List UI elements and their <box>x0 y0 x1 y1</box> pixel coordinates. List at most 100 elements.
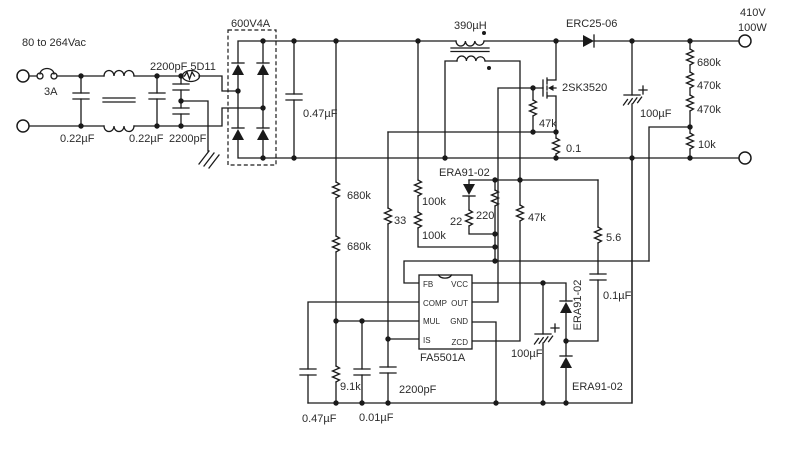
input-terminal-line <box>16 69 30 83</box>
y-capacitor-bottom-symbol <box>172 107 190 115</box>
divider-resistor-symbol <box>685 94 695 112</box>
label-is-resistor: 33 <box>394 215 406 227</box>
fb-chain-leads <box>417 40 496 248</box>
ic-pin-is: IS <box>423 336 431 345</box>
label-input-voltage: 80 to 264Vac <box>22 37 87 49</box>
label-mul-cap: 0.01µF <box>359 412 394 424</box>
mul-wire <box>335 320 420 404</box>
zcd-resistor-symbol <box>515 204 525 222</box>
fuse-symbol <box>36 67 58 80</box>
label-fb-r2: 100k <box>422 230 446 242</box>
label-ic-part: FA5501A <box>420 352 466 364</box>
gate-resistor-symbol <box>528 99 538 117</box>
label-clamp-diode: ERA91-02 <box>439 167 490 179</box>
label-comp-cap: 0.47µF <box>302 413 337 425</box>
era91-02-clamp-diode-symbol <box>462 183 476 197</box>
bridge-diode-icon <box>231 127 245 141</box>
ic-notch-icon <box>437 274 453 279</box>
emi-filter-section <box>16 67 264 169</box>
ic-pin-zcd: ZCD <box>452 338 469 347</box>
mul-resistor-symbol <box>331 181 341 199</box>
out-gate-wire <box>471 87 544 303</box>
is-filter-cap-symbol <box>379 366 397 374</box>
label-vcc-diode-upper: ERA91-02 <box>572 280 584 331</box>
clamp-series-resistor-symbol <box>464 209 474 227</box>
divider-resistor-symbol <box>685 132 695 150</box>
divider-chains-section <box>331 40 496 404</box>
label-divider-r1: 680k <box>697 57 721 69</box>
feedback-tap-wire <box>648 126 691 262</box>
label-x-cap1: 0.22µF <box>60 133 95 145</box>
label-fuse-rating: 3A <box>44 86 58 98</box>
bridge-diode-icon <box>256 62 270 76</box>
output-electrolytic-cap-symbol <box>622 94 643 106</box>
vcc-electrolytic-cap-symbol <box>533 333 554 345</box>
label-divider-r3: 470k <box>697 104 721 116</box>
era91-02-vcc-diode-symbol <box>559 300 573 314</box>
label-y-cap-ntc: 2200pF 5D11 <box>150 61 216 73</box>
ic-pin-mul: MUL <box>423 317 440 326</box>
clamp-branch-leads <box>468 179 496 235</box>
plus-mark <box>638 85 648 95</box>
x-capacitor-1-symbol <box>72 92 90 100</box>
bridge-diode-icon <box>231 62 245 76</box>
boost-inductor-symbol <box>450 31 491 70</box>
label-aux-cap: 0.1µF <box>603 290 632 302</box>
bridge-filter-cap-symbol <box>285 93 303 101</box>
ic-pin-vcc: VCC <box>451 280 468 289</box>
label-divider-r2: 470k <box>697 80 721 92</box>
bridge-diode-icon <box>256 127 270 141</box>
bridge-rectifier-section <box>227 29 277 166</box>
label-sense-resistor: 0.1 <box>566 143 581 155</box>
label-vcc-cap: 100µF <box>511 348 543 360</box>
winding-phase-dot <box>487 66 491 70</box>
label-vcc-diode-lower: ERA91-02 <box>572 381 623 393</box>
sense-resistor-symbol <box>551 137 561 155</box>
y-capacitor-top-symbol <box>172 83 190 91</box>
comp-wire <box>307 301 420 404</box>
gnd-wire <box>471 321 497 404</box>
label-inductor: 390µH <box>454 20 487 32</box>
controller-section: FB COMP MUL IS VCC OUT GND ZCD <box>299 87 650 404</box>
label-output-diode: ERC25-06 <box>566 18 617 30</box>
label-mul-r1: 680k <box>347 190 371 202</box>
label-bridge-filter-cap: 0.47µF <box>303 108 338 120</box>
ic-pin-out: OUT <box>451 299 468 308</box>
comp-cap-symbol <box>299 368 317 376</box>
output-terminal-negative <box>738 151 752 165</box>
mul-resistor-symbol <box>331 235 341 253</box>
label-is-cap: 2200pF <box>399 384 437 396</box>
aux-cap-symbol <box>589 273 607 281</box>
label-y-cap2: 2200pF <box>169 133 207 145</box>
label-bridge-part: 600V4A <box>231 18 271 30</box>
label-output-cap: 100µF <box>640 108 672 120</box>
aux-resistor-symbol <box>593 226 603 244</box>
output-section <box>622 40 695 404</box>
x-capacitor-2-symbol <box>148 92 166 100</box>
label-mul-r3: 9.1k <box>340 381 361 393</box>
divider-resistor-symbol <box>685 48 695 66</box>
input-terminal-neutral <box>16 119 30 133</box>
divider-resistor-symbol <box>685 71 695 89</box>
dc-bus-rails <box>262 40 740 159</box>
erc25-06-diode-symbol <box>583 34 595 48</box>
label-output-voltage: 410V <box>740 7 766 19</box>
ic-body <box>418 274 473 350</box>
mul-cap-symbol <box>353 368 371 376</box>
label-aux-resistor: 5.6 <box>606 232 621 244</box>
vcc-wires <box>471 282 567 404</box>
wire <box>237 40 264 159</box>
ic-pin-gnd: GND <box>450 317 468 326</box>
bridge-outline <box>227 29 277 166</box>
common-mode-choke-symbol <box>102 69 136 133</box>
label-mosfet: 2SK3520 <box>562 82 607 94</box>
ic-pin-comp: COMP <box>423 299 447 308</box>
fb-resistor-symbol <box>413 179 423 197</box>
label-clamp-r220: 220 <box>476 210 494 222</box>
is-filter-resistor-symbol <box>383 207 393 225</box>
label-x-cap2: 0.22µF <box>129 133 164 145</box>
output-terminal-positive <box>738 34 752 48</box>
era91-02-vcc-diode-symbol <box>559 355 573 369</box>
